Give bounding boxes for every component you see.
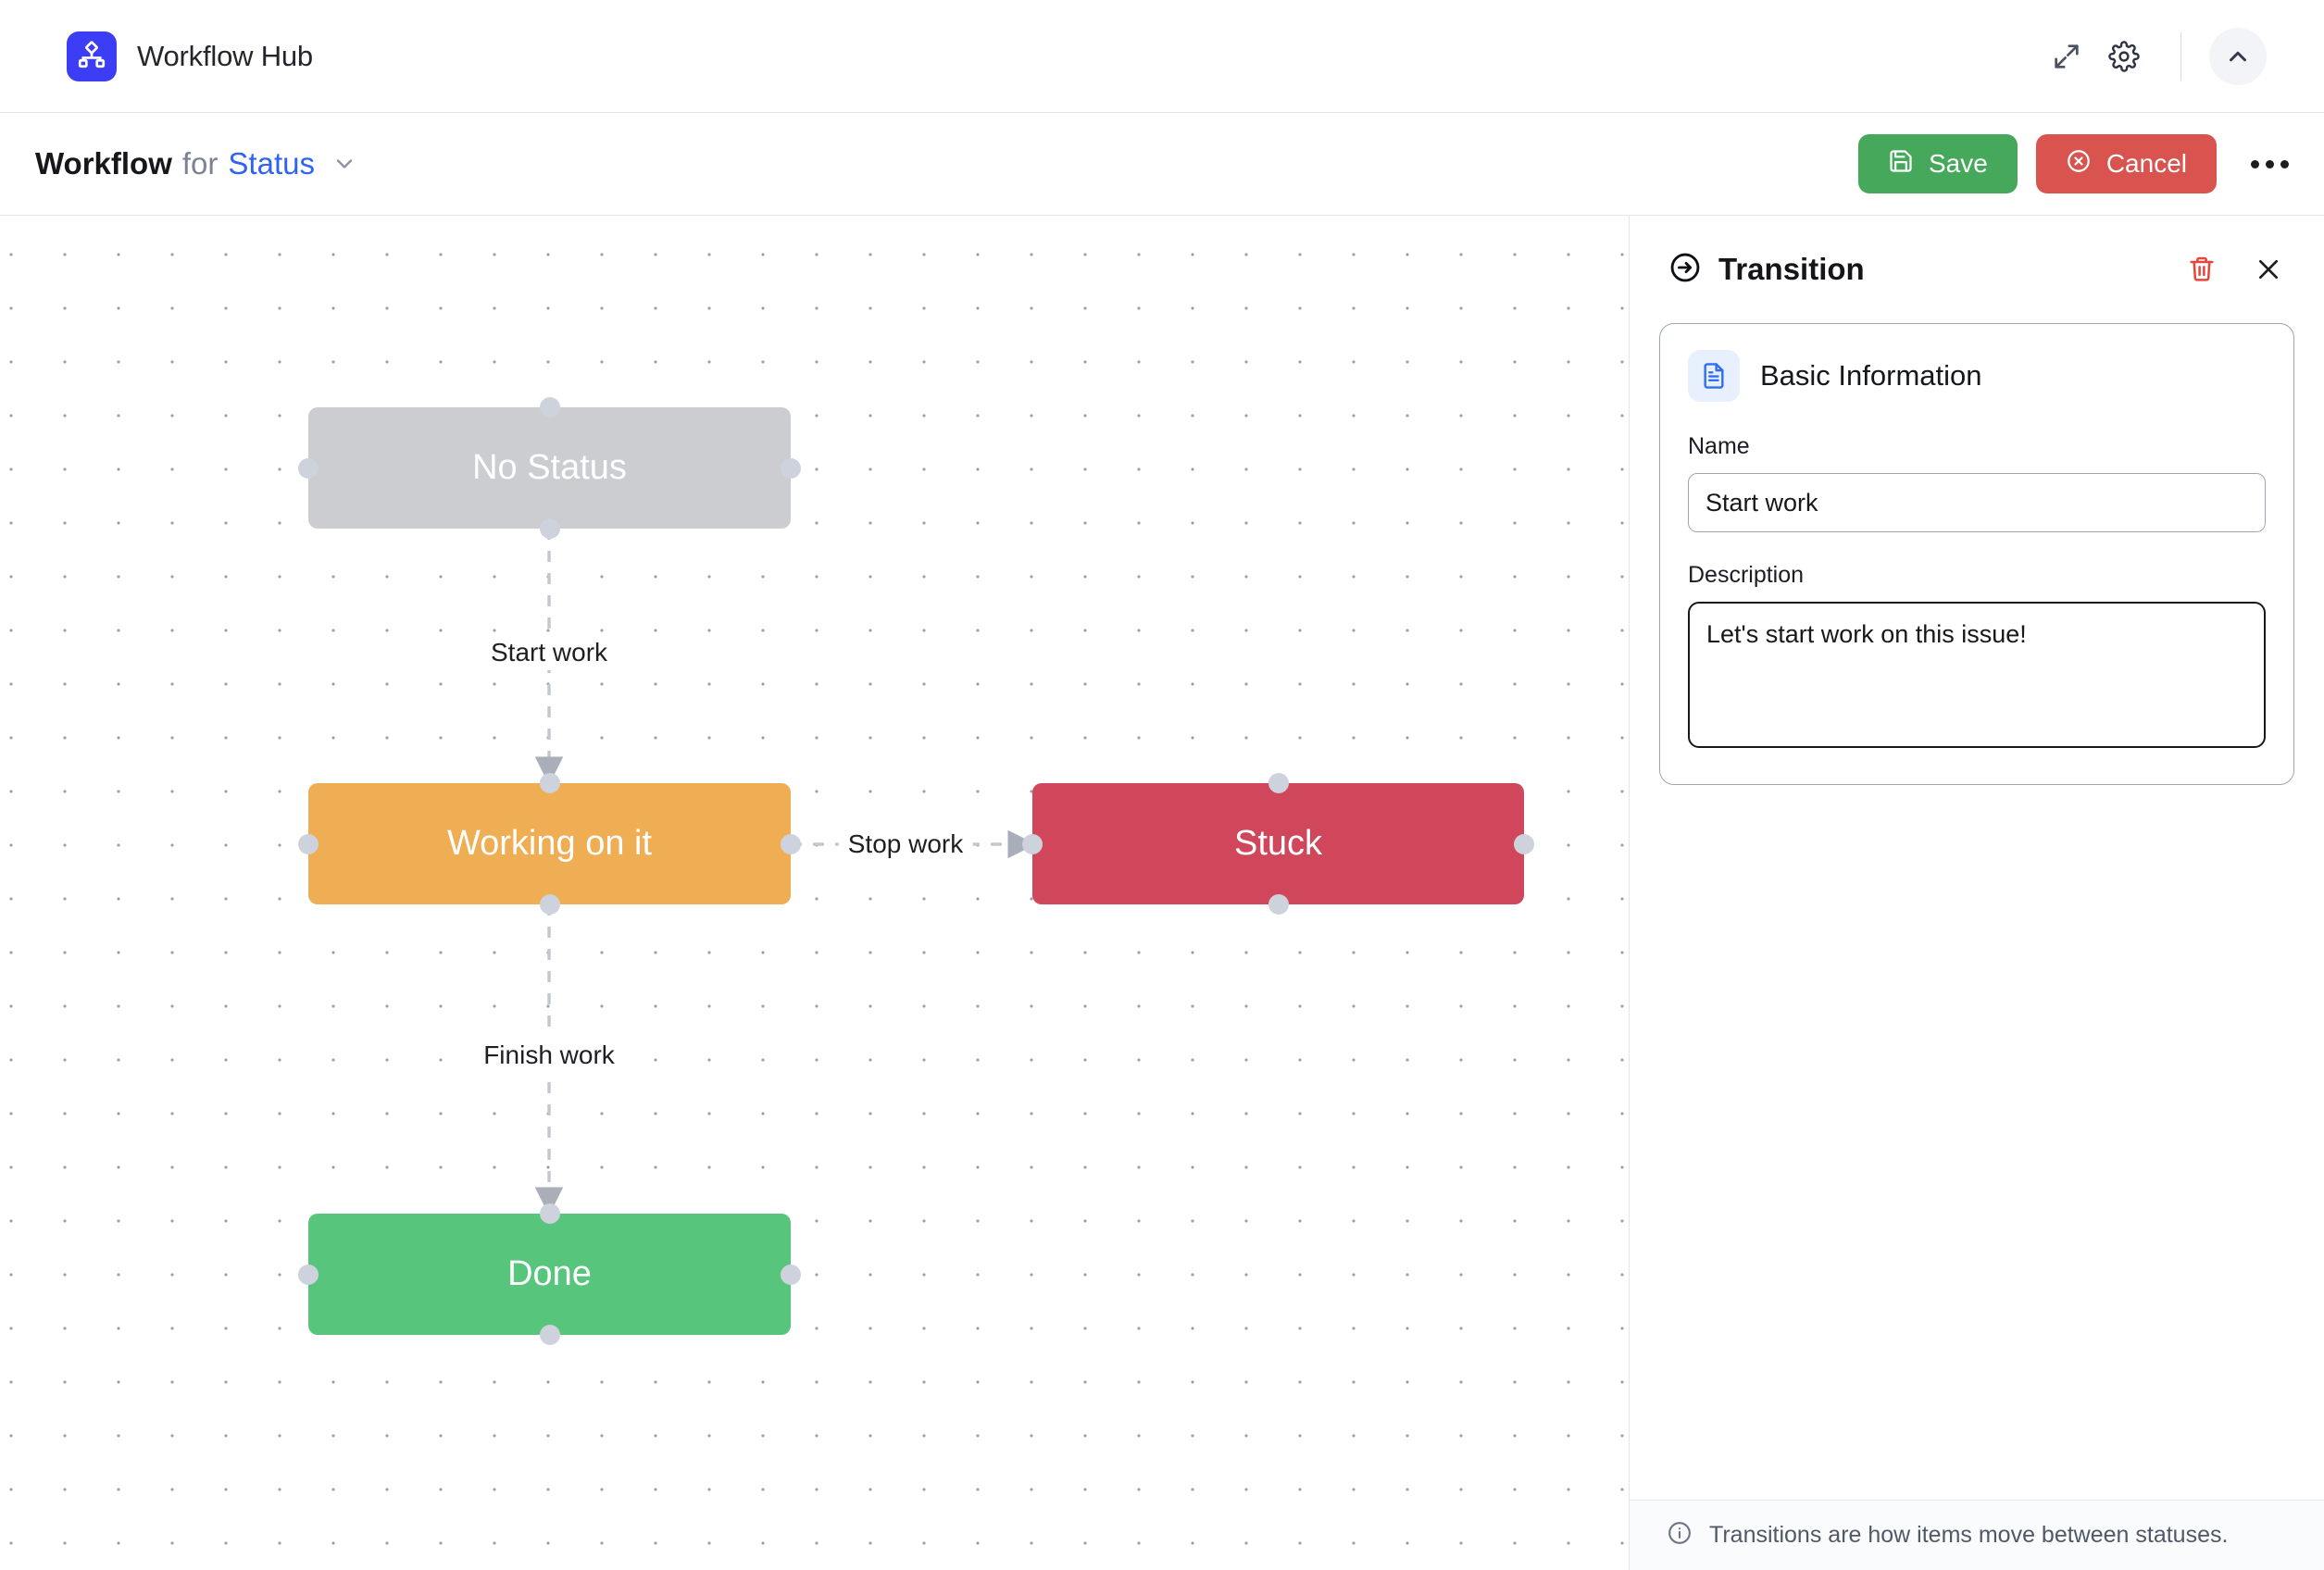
gear-icon[interactable] [2095, 28, 2153, 85]
description-field-label: Description [1688, 562, 1805, 588]
document-icon [1688, 350, 1740, 402]
name-field-label: Name [1688, 433, 1750, 459]
expand-icon[interactable] [2038, 28, 2095, 85]
node-handle-bottom[interactable] [1268, 894, 1289, 915]
node-handle-bottom[interactable] [539, 518, 560, 539]
card-header: Basic Information [1688, 350, 2266, 402]
node-handle-left[interactable] [298, 833, 319, 854]
workflow-title: Workflow for Status [35, 146, 315, 181]
node-handle-left[interactable] [298, 457, 319, 479]
brand: Workflow Hub [67, 31, 313, 81]
node-label: Working on it [446, 824, 653, 863]
panel-footer: Transitions are how items move between s… [1630, 1500, 2324, 1570]
node-label: No Status [472, 448, 627, 487]
trash-icon[interactable] [2181, 249, 2222, 290]
panel-title: Transition [1718, 252, 1865, 286]
edge-label-stop-work[interactable]: Stop work [838, 827, 973, 862]
save-button-label: Save [1929, 149, 1988, 178]
info-icon [1667, 1520, 1693, 1551]
save-disk-icon [1888, 148, 1914, 181]
node-handle-right[interactable] [781, 833, 801, 854]
node-handle-top[interactable] [539, 773, 560, 793]
header-divider [2180, 31, 2181, 81]
node-label: Done [507, 1254, 592, 1293]
node-handle-right[interactable] [781, 1264, 801, 1285]
node-handle-bottom[interactable] [539, 894, 560, 915]
edge-label-start-work[interactable]: Start work [481, 635, 618, 670]
name-input[interactable] [1688, 473, 2266, 532]
node-label: Stuck [1233, 824, 1323, 863]
basic-information-card: Basic Information Name Description [1659, 323, 2294, 785]
card-title: Basic Information [1760, 359, 1982, 392]
transition-arrow-icon [1668, 251, 1702, 289]
panel-footer-text: Transitions are how items move between s… [1709, 1522, 2229, 1548]
node-handle-right[interactable] [781, 457, 801, 479]
workflow-node-stuck[interactable]: Stuck [1022, 773, 1534, 915]
panel-header: Transition [1630, 216, 2324, 290]
description-textarea[interactable] [1688, 602, 2266, 748]
toolbar-actions: Save Cancel [1858, 134, 2298, 193]
node-handle-left[interactable] [1022, 833, 1043, 854]
workflow-title-mid: for [181, 146, 219, 181]
circle-x-icon [2066, 148, 2092, 181]
chevron-up-icon[interactable] [2209, 27, 2267, 85]
workflow-node-done[interactable]: Done [298, 1203, 801, 1345]
node-handle-top[interactable] [1268, 773, 1289, 793]
workflow-title-accent: Status [228, 146, 315, 181]
workflow-title-bold: Workflow [35, 146, 172, 181]
app-header: Workflow Hub [0, 0, 2324, 113]
node-handle-right[interactable] [1514, 833, 1534, 854]
edge-label-finish-work[interactable]: Finish work [474, 1038, 624, 1073]
node-handle-left[interactable] [298, 1264, 319, 1285]
close-icon[interactable] [2248, 249, 2289, 290]
chevron-down-icon[interactable] [331, 151, 357, 177]
save-button[interactable]: Save [1858, 134, 2018, 193]
cancel-button[interactable]: Cancel [2035, 134, 2217, 193]
node-handle-top[interactable] [539, 397, 560, 417]
workflow-canvas[interactable]: No Status Working on it Stuck Done Start… [0, 216, 1629, 1570]
workflow-node-working-on-it[interactable]: Working on it [298, 773, 801, 915]
workflow-node-no-status[interactable]: No Status [298, 397, 801, 539]
header-actions [2038, 27, 2267, 85]
node-handle-bottom[interactable] [539, 1325, 560, 1345]
ellipsis-icon[interactable] [2241, 135, 2298, 193]
workflow-hub-logo-icon [67, 31, 117, 81]
transition-panel: Transition [1629, 216, 2324, 1570]
workflow-toolbar: Workflow for Status Save Ca [0, 113, 2324, 216]
node-handle-top[interactable] [539, 1203, 560, 1224]
app-title: Workflow Hub [137, 39, 313, 72]
cancel-button-label: Cancel [2105, 149, 2187, 178]
